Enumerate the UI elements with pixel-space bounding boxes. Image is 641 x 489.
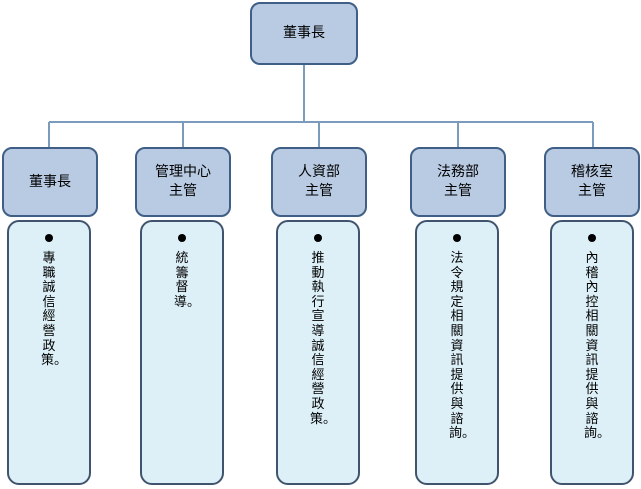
branch-title-line: 主管 xyxy=(169,183,197,199)
top-node-label: 董事長 xyxy=(283,25,325,41)
description-text: 推動執行宣導誠信經營政策。 xyxy=(310,251,337,427)
bullet-icon xyxy=(178,234,186,242)
branch-title-line: 主管 xyxy=(305,183,333,199)
branch-title-line: 稽核室 xyxy=(571,164,613,180)
bullet-icon xyxy=(588,234,596,242)
branch-node-legal: 法務部 主管 xyxy=(410,147,506,217)
branch-node-chairman: 董事長 xyxy=(2,147,98,217)
branch-description-legal: 法令規定相關資訊提供與諮詢。 xyxy=(415,220,499,485)
description-text: 統籌督導。 xyxy=(174,251,201,310)
branch-node-audit: 稽核室 主管 xyxy=(544,147,640,217)
branch-description-audit: 內稽內控相關資訊提供與諮詢。 xyxy=(550,220,634,485)
branch-title-line: 法務部 xyxy=(437,164,479,180)
branch-description-hr: 推動執行宣導誠信經營政策。 xyxy=(276,220,360,485)
branch-description-management-center: 統籌督導。 xyxy=(140,220,224,485)
branch-title-line: 人資部 xyxy=(298,164,340,180)
description-text: 專職誠信經營政策。 xyxy=(41,251,68,369)
bullet-icon xyxy=(314,234,322,242)
branch-node-hr: 人資部 主管 xyxy=(271,147,367,217)
top-node-chairman: 董事長 xyxy=(250,2,358,65)
bullet-icon xyxy=(45,234,53,242)
branch-node-management-center: 管理中心 主管 xyxy=(135,147,231,217)
branch-title-line: 主管 xyxy=(578,183,606,199)
bullet-icon xyxy=(453,234,461,242)
branch-title-line: 董事長 xyxy=(29,173,71,190)
branch-title-line: 主管 xyxy=(444,183,472,199)
branch-description-chairman: 專職誠信經營政策。 xyxy=(7,220,91,485)
branch-title-line: 管理中心 xyxy=(155,164,211,180)
description-text: 法令規定相關資訊提供與諮詢。 xyxy=(449,251,476,442)
description-text: 內稽內控相關資訊提供與諮詢。 xyxy=(584,251,611,442)
